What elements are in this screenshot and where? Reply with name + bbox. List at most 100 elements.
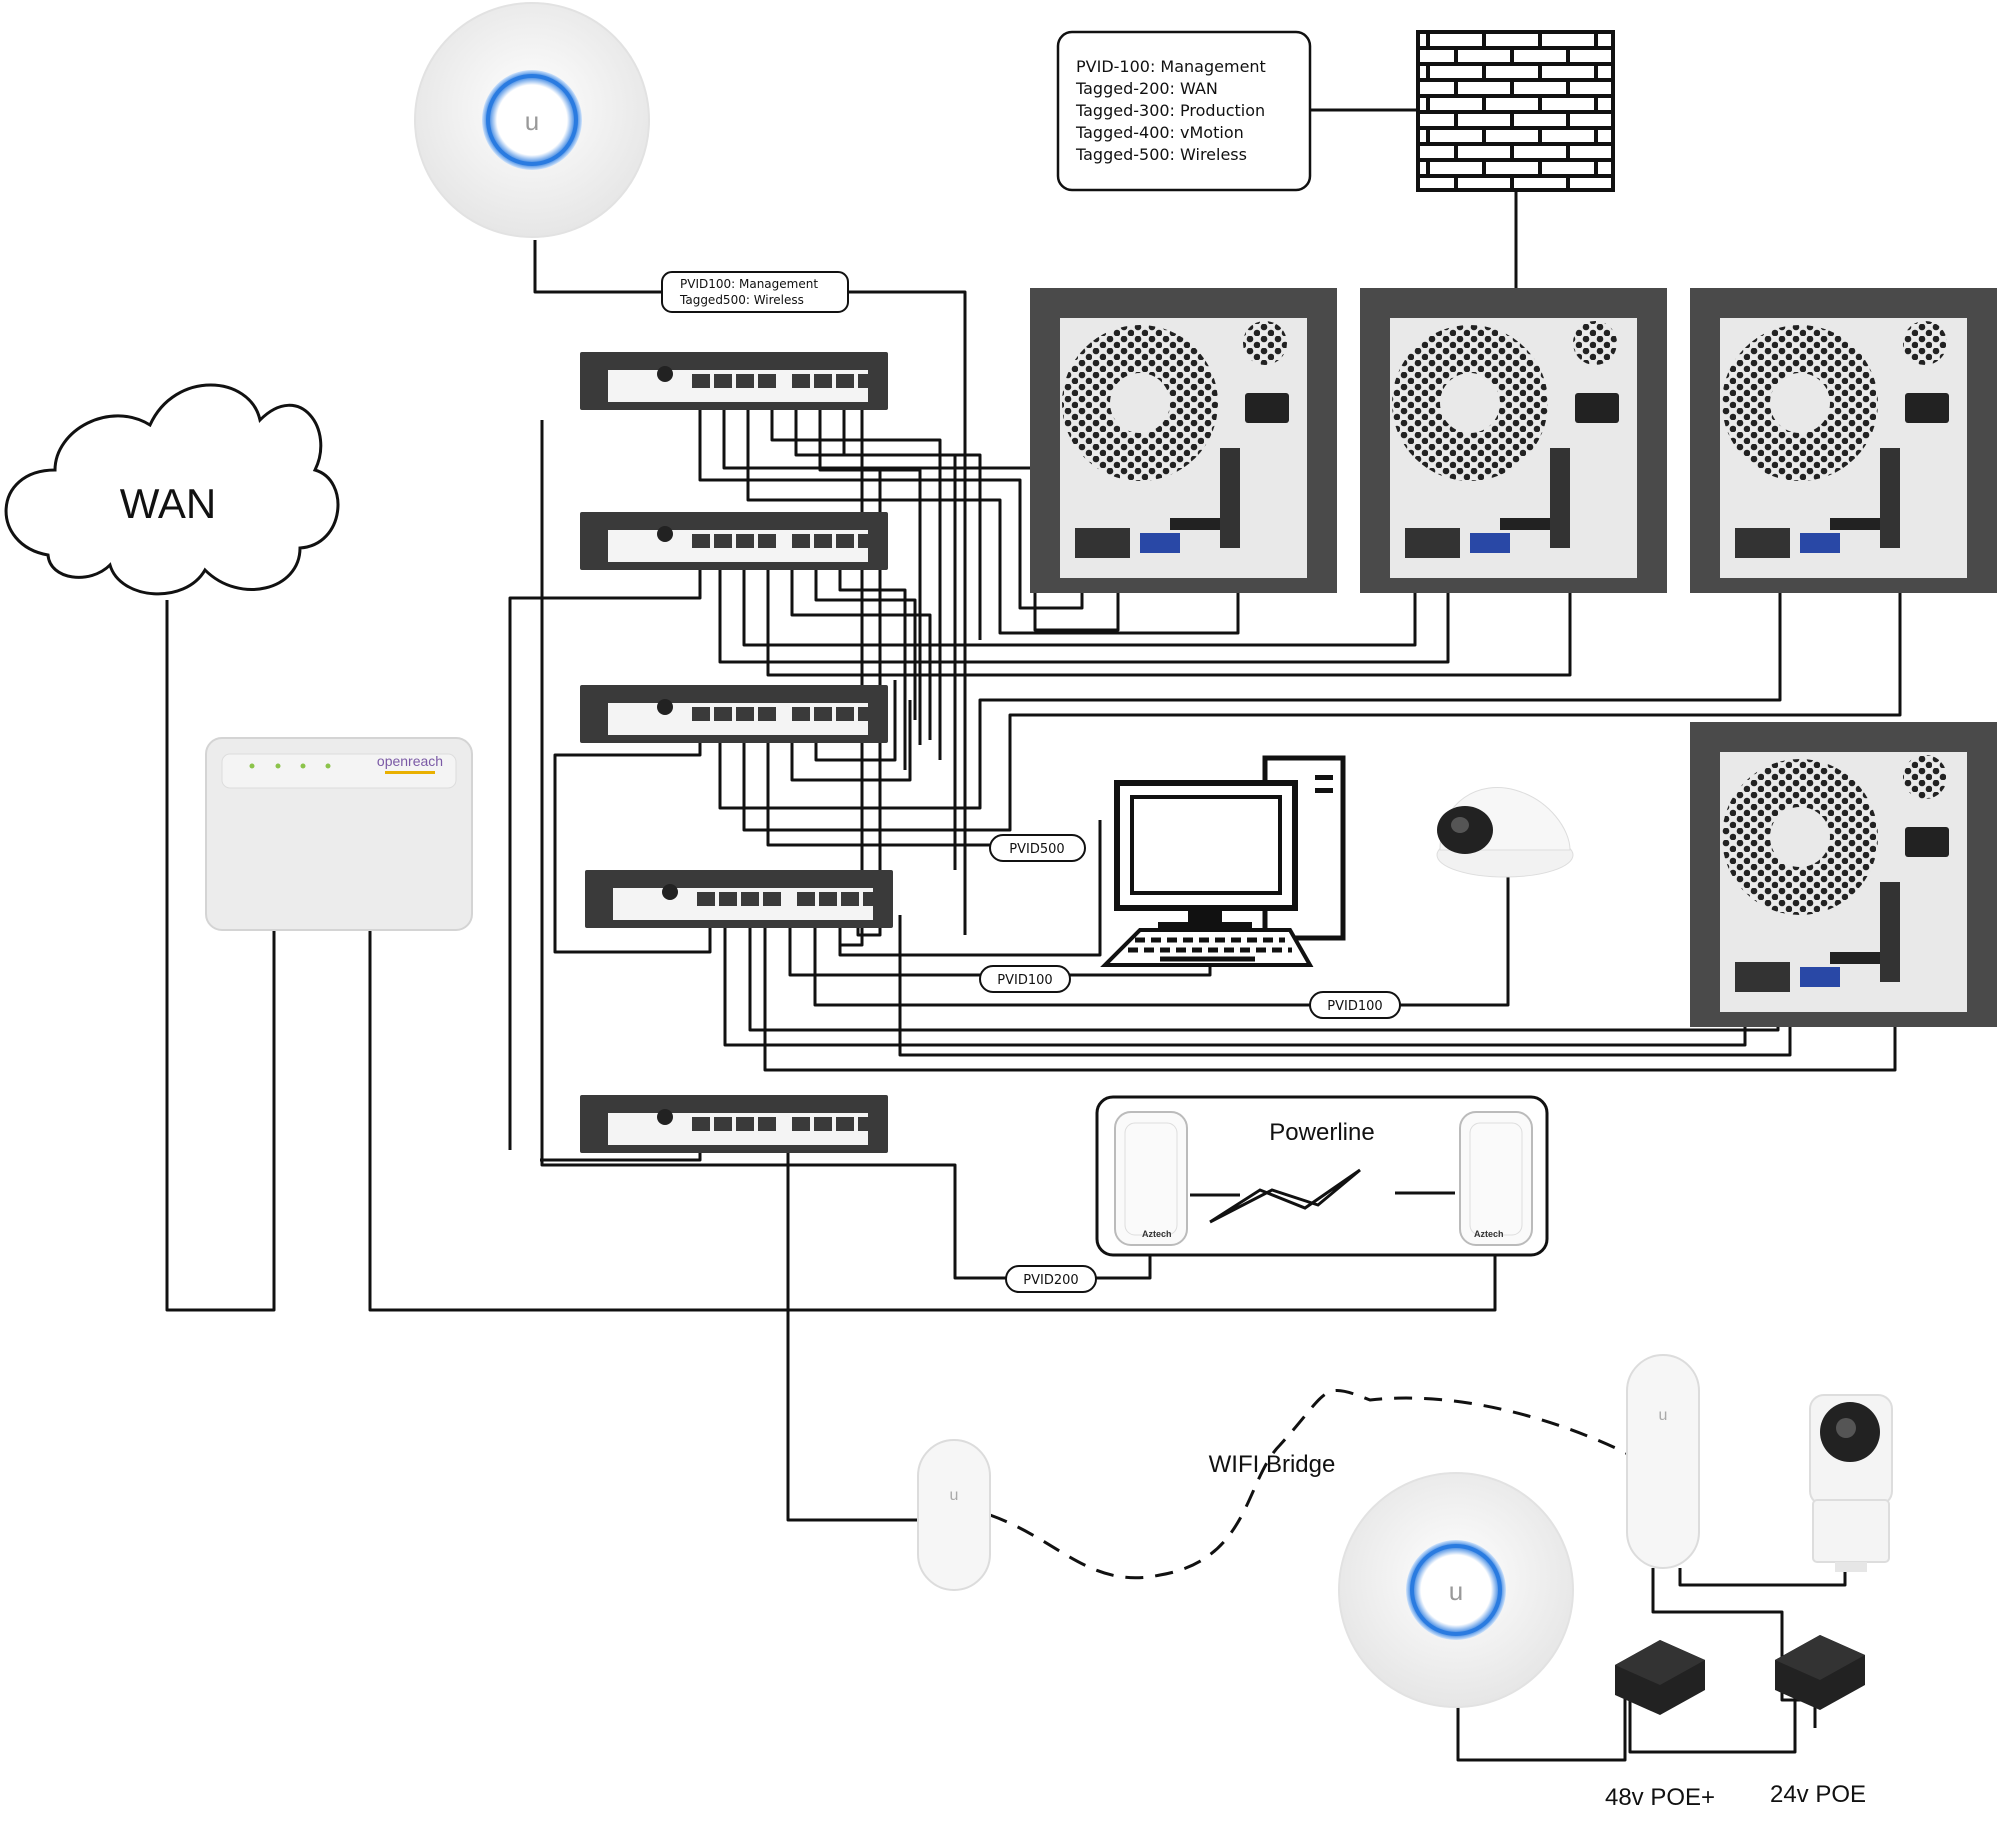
poe-injector-48v	[1615, 1640, 1705, 1715]
switch-port	[714, 534, 732, 548]
switch4-camera-cable	[813, 875, 1510, 1007]
switch-port	[758, 1117, 776, 1131]
switch2-server2c-cable	[766, 555, 1572, 677]
vlan-line-3: Tagged-300: Production	[1075, 101, 1265, 120]
switch-port	[719, 892, 737, 906]
switch1-cross-c	[818, 400, 922, 745]
switch-port	[814, 1117, 832, 1131]
switch-port	[836, 1117, 854, 1131]
pvid200-text: PVID200	[1023, 1273, 1078, 1288]
wifi-bridge-link	[989, 1389, 1631, 1580]
server-2	[1360, 288, 1667, 593]
wan-cloud: WAN	[4, 383, 340, 596]
switch-port	[714, 707, 732, 721]
server-group	[1030, 288, 1997, 1027]
bridge-antenna-left: u	[917, 1439, 991, 1591]
switch-port	[858, 707, 876, 721]
access-point-bottom: u	[1338, 1472, 1574, 1708]
openreach-modem: openreach	[205, 737, 473, 931]
firewall-vlan-note: PVID-100: Management Tagged-200: WAN Tag…	[1056, 30, 1312, 192]
switch-3	[580, 685, 888, 743]
switch-port	[841, 892, 859, 906]
pvid100-cam-text: PVID100	[1327, 999, 1382, 1014]
firewall	[1310, 30, 1615, 192]
switch-port	[736, 707, 754, 721]
switch-port	[792, 707, 810, 721]
switch-port	[692, 707, 710, 721]
pvid500-label: PVID500	[989, 834, 1086, 862]
switch-port	[692, 1117, 710, 1131]
switch-port	[858, 374, 876, 388]
switch-port	[741, 892, 759, 906]
camera-to-bridge-cable	[1678, 1568, 1847, 1587]
switch4-cross-a	[838, 360, 864, 947]
access-point-top: u	[414, 2, 650, 238]
switch3-cross-b	[814, 680, 897, 762]
switch3-cross-a	[790, 700, 912, 782]
switch-port	[814, 534, 832, 548]
switch-port	[814, 707, 832, 721]
powerline-bolt-icon	[1209, 1168, 1361, 1224]
switch5-bridge-cable	[786, 1145, 920, 1522]
server-4	[1690, 722, 1997, 1027]
poe48-to-ap-cable	[1456, 1690, 1627, 1762]
powerline-adapter-left	[1114, 1111, 1188, 1246]
modem-brand: openreach	[377, 753, 443, 769]
wan-label: WAN	[120, 480, 216, 527]
switch3-uplink	[553, 735, 712, 954]
switch-port	[863, 892, 881, 906]
switch-port	[736, 534, 754, 548]
vlan-line-4: Tagged-400: vMotion	[1075, 123, 1244, 142]
switch2-uplink	[508, 560, 702, 1150]
switch-1	[580, 352, 888, 410]
switch2-cross-b	[814, 560, 917, 720]
poe-48v-label: 48v POE+	[1605, 1784, 1715, 1811]
switch-port	[792, 534, 810, 548]
switch-port	[819, 892, 837, 906]
switch-port	[797, 892, 815, 906]
server-3	[1690, 288, 1997, 593]
vlan-line-1: PVID-100: Management	[1076, 57, 1266, 76]
switch-port	[792, 374, 810, 388]
powerline-label: Powerline	[1269, 1119, 1374, 1146]
switch-stack	[580, 352, 893, 1153]
switch-port	[736, 1117, 754, 1131]
switch1-server1-cable	[698, 400, 1084, 610]
vlan-line-5: Tagged-500: Wireless	[1075, 145, 1247, 164]
switch3-server3b-cable	[742, 534, 1902, 832]
switch-port	[814, 374, 832, 388]
switch-5	[580, 1095, 888, 1153]
bridge-antenna-right: u	[1626, 1354, 1700, 1569]
poe-24v-label: 24v POE	[1770, 1781, 1866, 1808]
pvid200-label: PVID200	[1005, 1265, 1097, 1293]
switch-port	[836, 534, 854, 548]
ap-note-line-2: Tagged500: Wireless	[679, 293, 804, 307]
poe-injector-24v	[1775, 1635, 1865, 1710]
pvid100-pc-label: PVID100	[979, 965, 1071, 993]
switch-port	[714, 374, 732, 388]
ubiquiti-logo-icon: u	[525, 106, 539, 136]
modem-to-powerline-cable	[368, 930, 1497, 1312]
ubiquiti-logo-bottom-icon: u	[1449, 1576, 1463, 1606]
svg-text:u: u	[950, 1487, 959, 1504]
switch-port	[758, 707, 776, 721]
switch-port	[736, 374, 754, 388]
switch-port	[692, 374, 710, 388]
pvid100-cam-label: PVID100	[1309, 991, 1401, 1019]
switch-port	[758, 374, 776, 388]
switch-port	[858, 1117, 876, 1131]
switch-2	[580, 512, 888, 570]
ap-note-line-1: PVID100: Management	[680, 277, 818, 291]
switch3-server3-cable	[718, 534, 1782, 810]
svg-text:u: u	[1659, 1407, 1668, 1424]
adapter-brand-left: Aztech	[1142, 1229, 1172, 1239]
pvid100-pc-text: PVID100	[997, 973, 1052, 988]
switch1-cross-d	[842, 400, 982, 640]
server-1	[1030, 288, 1337, 593]
switch2-cross-c	[838, 560, 907, 770]
poe24-to-poe48-cable	[1628, 1690, 1797, 1754]
desktop-computer	[1100, 755, 1346, 967]
switch-4	[585, 870, 893, 928]
powerline-adapter-right	[1459, 1111, 1533, 1246]
